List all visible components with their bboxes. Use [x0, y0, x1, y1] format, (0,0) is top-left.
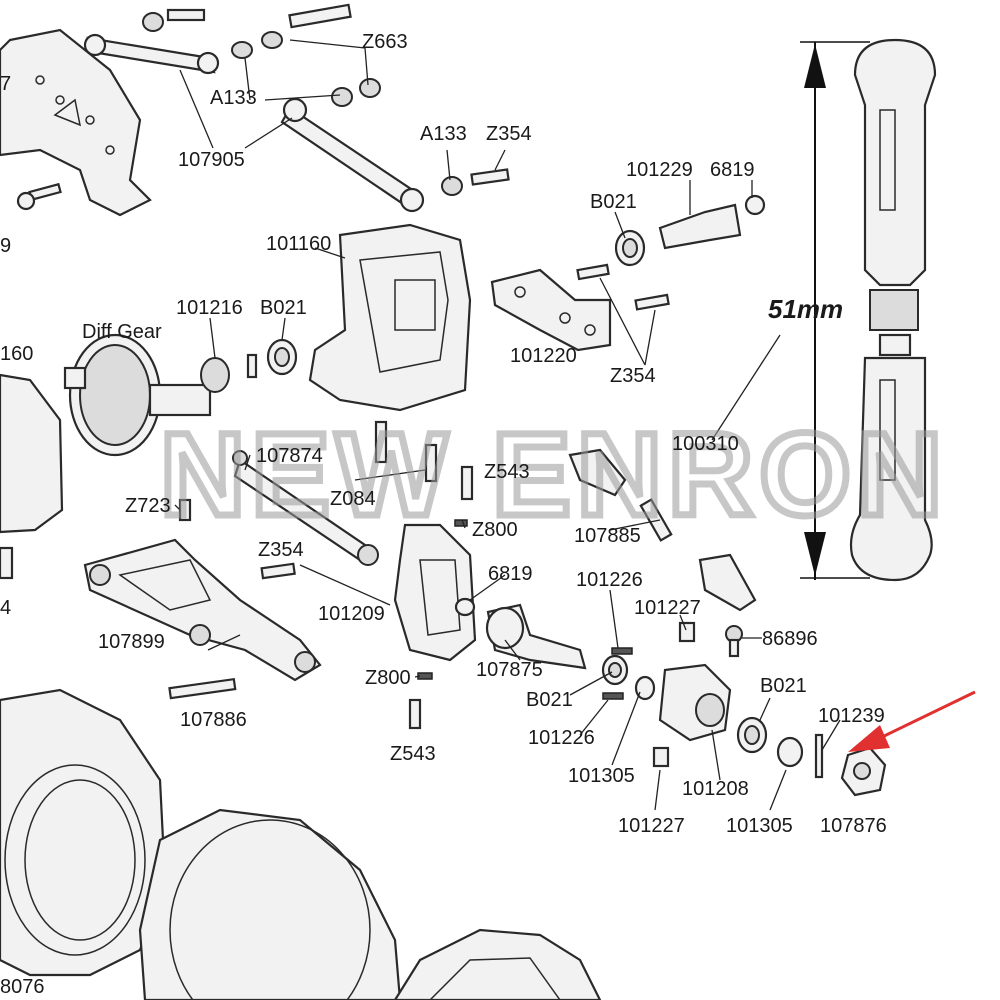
label-107875: 107875 [476, 659, 543, 681]
hub-carrier [393, 523, 477, 662]
label-a133-mid: A133 [420, 123, 467, 145]
label-100310: 100310 [672, 433, 739, 455]
label-101226-low: 101226 [528, 727, 595, 749]
label-z543-low: Z543 [390, 743, 436, 765]
label-107899: 107899 [98, 631, 165, 653]
label-z543-top: Z543 [484, 461, 530, 483]
label-101160-top: 101160 [266, 233, 331, 255]
label-z354-mid: Z354 [610, 365, 656, 387]
dimension-arrow [800, 41, 870, 580]
diff-gear [63, 333, 212, 457]
wheel-rim [393, 928, 602, 1000]
label-101305-left: 101305 [568, 765, 635, 787]
label-z354-top: Z354 [486, 123, 532, 145]
label-b021-top: B021 [590, 191, 637, 213]
label-101208: 101208 [682, 778, 749, 800]
label-8076: 8076 [0, 976, 45, 998]
output-cup [614, 194, 766, 267]
pins-center [178, 420, 474, 522]
label-b021-left: B021 [526, 689, 573, 711]
label-101305-right: 101305 [726, 815, 793, 837]
pin-107886 [168, 562, 296, 700]
label-7: 7 [0, 73, 11, 95]
label-6819-mid: 6819 [488, 563, 533, 585]
label-101227-low: 101227 [618, 815, 685, 837]
axle [454, 597, 587, 670]
label-z723: Z723 [125, 495, 171, 517]
label-107874: 107874 [256, 445, 323, 467]
label-86896: 86896 [762, 628, 818, 650]
turnbuckle-drawing [849, 38, 937, 582]
label-101220: 101220 [510, 345, 577, 367]
label-z800-top: Z800 [472, 519, 518, 541]
label-z800-low: Z800 [365, 667, 411, 689]
label-101216: 101216 [176, 297, 243, 319]
pivot-balls-top [142, 3, 510, 196]
label-107876: 107876 [820, 815, 887, 837]
tire-center [138, 808, 402, 1000]
label-101239: 101239 [818, 705, 885, 727]
upper-link-107905-top [83, 33, 220, 75]
dogbone [232, 450, 379, 566]
tire-left [0, 688, 167, 977]
bearings-right [408, 519, 804, 768]
upper-link-107905 [280, 97, 425, 213]
leader-lines [174, 39, 841, 811]
left-housing [0, 373, 64, 580]
label-b021-right: B021 [760, 675, 807, 697]
label-101226-top: 101226 [576, 569, 643, 591]
part-labels: Z663 A133 107905 A133 Z354 101229 6819 B… [0, 31, 887, 998]
label-b021-diff: B021 [260, 297, 307, 319]
label-107885: 107885 [574, 525, 641, 547]
label-6819-top: 6819 [710, 159, 755, 181]
label-107886: 107886 [180, 709, 247, 731]
knuckle [652, 621, 743, 768]
screw-left [16, 182, 62, 211]
label-9: 9 [0, 235, 11, 257]
label-101229: 101229 [626, 159, 693, 181]
lower-arm [83, 538, 322, 682]
label-z084: Z084 [330, 488, 376, 510]
driveshaft [568, 448, 757, 612]
red-pointer-arrow [848, 690, 976, 752]
label-101209: 101209 [318, 603, 385, 625]
label-z354-low: Z354 [258, 539, 304, 561]
chassis-plate [0, 28, 152, 217]
watermark: NEW ENRON [160, 409, 948, 541]
pinion-bearing [200, 338, 298, 393]
label-107905: 107905 [178, 149, 245, 171]
label-a133-top: A133 [210, 87, 257, 109]
label-160: 160 [0, 343, 33, 365]
label-101227-top: 101227 [634, 597, 701, 619]
label-z663: Z663 [362, 31, 408, 53]
hex-hub-107876 [814, 733, 887, 797]
label-4: 4 [0, 597, 11, 619]
gearbox-housing [308, 223, 472, 412]
bulkhead-mount [490, 263, 670, 352]
dimension-label: 51mm [768, 294, 843, 324]
label-diff-gear: Diff Gear [82, 321, 162, 343]
